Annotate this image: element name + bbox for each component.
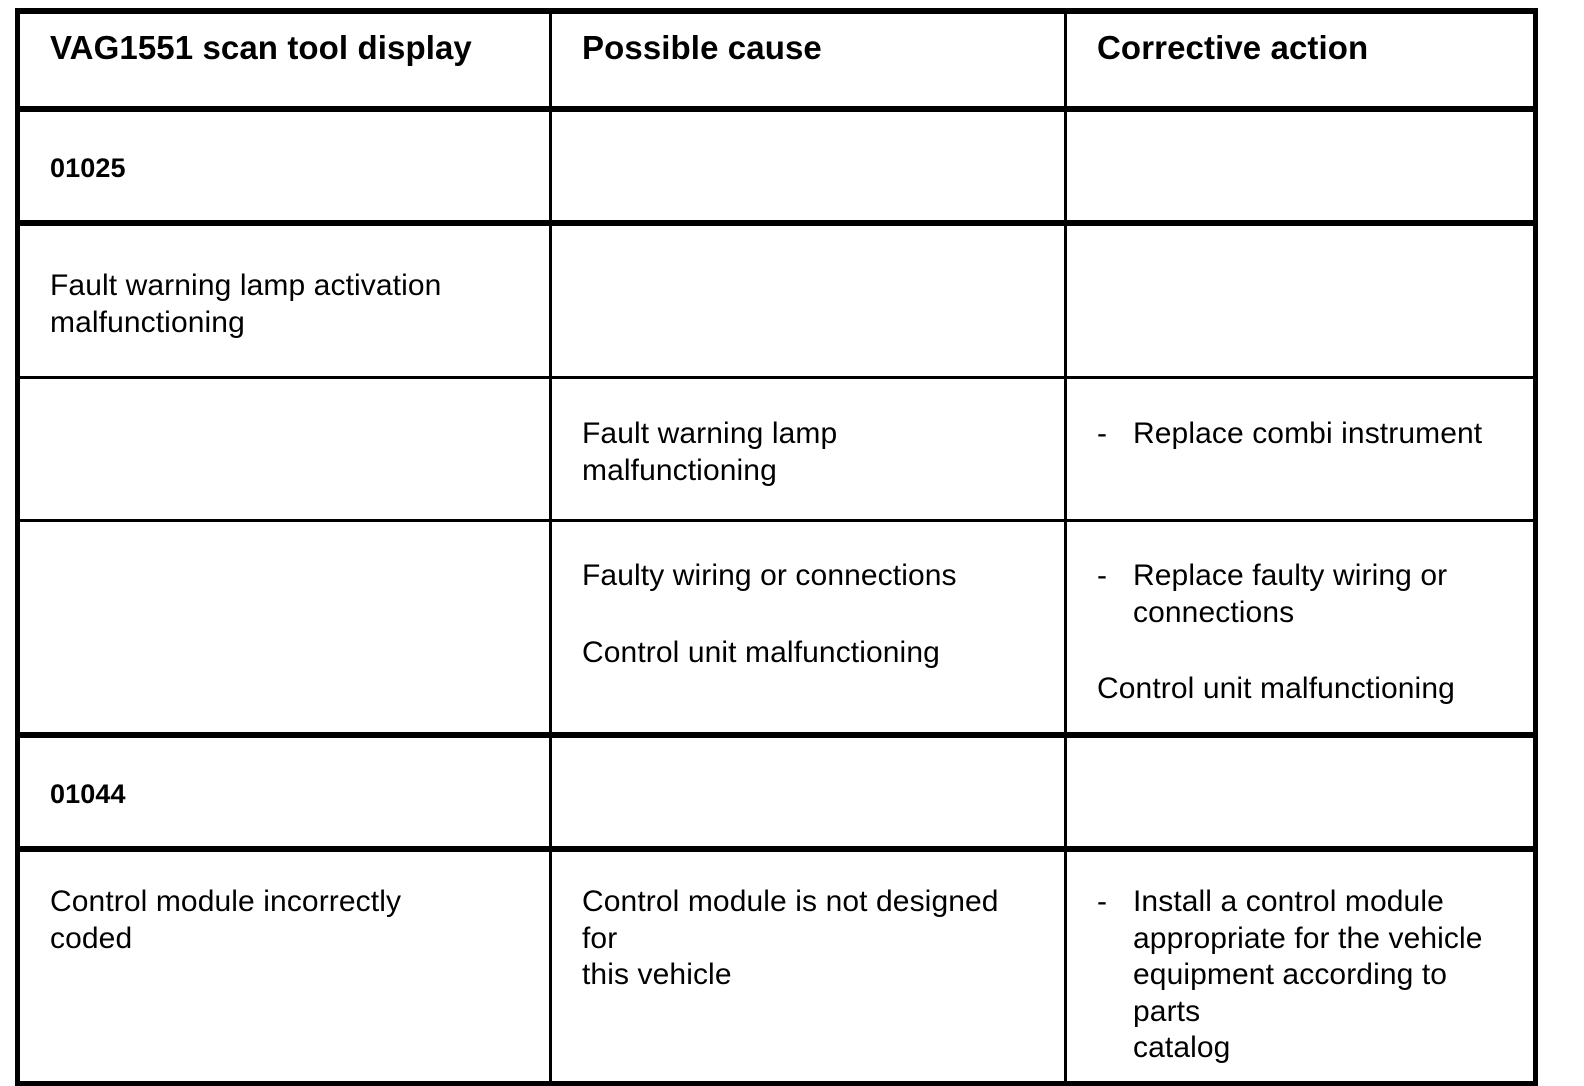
table-row: Fault warning lamp malfunctioning - Repl…	[16, 376, 1537, 522]
cell-action-empty	[1064, 221, 1537, 379]
corrective-action-text: - Replace faulty wiring or connections C…	[1067, 522, 1533, 722]
action-line-2: appropriate for the vehicle	[1133, 921, 1483, 955]
cell-corrective-action: - Replace combi instrument	[1064, 376, 1537, 522]
possible-cause-text: Faulty wiring or connections Control uni…	[552, 522, 1064, 685]
cell-fault-description: Fault warning lamp activation malfunctio…	[16, 221, 552, 379]
action-line-2: connections	[1133, 595, 1295, 629]
cell-corrective-action: - Replace faulty wiring or connections C…	[1064, 519, 1537, 737]
cell-fault-code: 01025	[16, 106, 552, 226]
cell-action-empty	[1064, 106, 1537, 226]
cell-cause-empty	[549, 221, 1067, 379]
cell-fault-code: 01044	[16, 732, 552, 852]
cell-possible-cause: Control module is not designed for this …	[549, 847, 1067, 1085]
fault-code-value: 01044	[50, 779, 126, 809]
fault-description-paragraph: Control module incorrectly coded	[50, 884, 523, 957]
cause-line-1: Control module is not designed for	[582, 885, 999, 955]
header-cell-cause: Possible cause	[549, 8, 1067, 112]
fault-code-table: VAG1551 scan tool display Possible cause…	[15, 8, 1538, 1086]
action-bullet-item: - Install a control module appropriate f…	[1097, 884, 1507, 1067]
possible-cause-text: Control module is not designed for this …	[552, 852, 1064, 1008]
action-line-1: Replace combi instrument	[1133, 417, 1483, 450]
dash-bullet-icon: -	[1097, 885, 1108, 918]
cell-display-empty	[16, 519, 552, 737]
action-bullet-item: - Replace combi instrument	[1097, 416, 1507, 453]
cell-corrective-action: - Install a control module appropriate f…	[1064, 847, 1537, 1085]
dash-bullet-icon: -	[1097, 417, 1108, 450]
action-line-3: equipment according to parts	[1133, 958, 1448, 1028]
cell-display-empty	[16, 376, 552, 522]
possible-cause-text: Fault warning lamp malfunctioning	[552, 379, 1064, 503]
table-row: 01025	[16, 106, 1537, 226]
cause-line-1: Fault warning lamp	[582, 417, 838, 450]
action-paragraph-2: Control unit malfunctioning	[1097, 672, 1455, 706]
action-line-1: Replace faulty wiring or	[1133, 559, 1448, 592]
action-line-1: Install a control module	[1133, 885, 1444, 918]
action-line-4: catalog	[1133, 1031, 1231, 1065]
fault-description-line-2: coded	[50, 921, 133, 955]
fault-description-line-1: Fault warning lamp activation	[50, 269, 442, 302]
table-row: Fault warning lamp activation malfunctio…	[16, 221, 1537, 379]
cause-paragraph-1: Faulty wiring or connections	[582, 559, 957, 592]
action-bullet-item: - Replace faulty wiring or connections	[1097, 558, 1507, 631]
fault-description-paragraph: Fault warning lamp activation malfunctio…	[50, 268, 523, 341]
fault-description-text: Control module incorrectly coded	[20, 852, 549, 971]
fault-description-line-2: malfunctioning	[50, 305, 245, 339]
header-cell-display: VAG1551 scan tool display	[16, 8, 552, 112]
cause-paragraph-2: Control unit malfunctioning	[582, 635, 940, 669]
table-row: 01044	[16, 732, 1537, 852]
cell-fault-description: Control module incorrectly coded	[16, 847, 552, 1085]
corrective-action-text: - Install a control module appropriate f…	[1067, 852, 1533, 1081]
header-cell-action: Corrective action	[1064, 8, 1537, 112]
dash-bullet-icon: -	[1097, 559, 1108, 592]
fault-description-text: Fault warning lamp activation malfunctio…	[20, 226, 549, 355]
cell-action-empty	[1064, 732, 1537, 852]
cell-possible-cause: Fault warning lamp malfunctioning	[549, 376, 1067, 522]
cause-line-2: this vehicle	[582, 958, 732, 992]
cause-paragraph: Control module is not designed for this …	[582, 884, 1038, 994]
header-label-action: Corrective action	[1097, 29, 1369, 66]
corrective-action-text: - Replace combi instrument	[1067, 379, 1533, 467]
header-label-display: VAG1551 scan tool display	[50, 29, 472, 66]
table-header-row: VAG1551 scan tool display Possible cause…	[16, 8, 1537, 112]
cell-cause-empty	[549, 732, 1067, 852]
cause-line-2: malfunctioning	[582, 453, 777, 487]
table-row: Control module incorrectly coded Control…	[16, 847, 1537, 1085]
cause-paragraph: Fault warning lamp malfunctioning	[582, 416, 1038, 489]
header-label-cause: Possible cause	[582, 29, 822, 66]
fault-code-value: 01025	[50, 153, 126, 183]
table-row: Faulty wiring or connections Control uni…	[16, 519, 1537, 737]
cell-possible-cause: Faulty wiring or connections Control uni…	[549, 519, 1067, 737]
cell-cause-empty	[549, 106, 1067, 226]
fault-description-line-1: Control module incorrectly	[50, 885, 402, 918]
